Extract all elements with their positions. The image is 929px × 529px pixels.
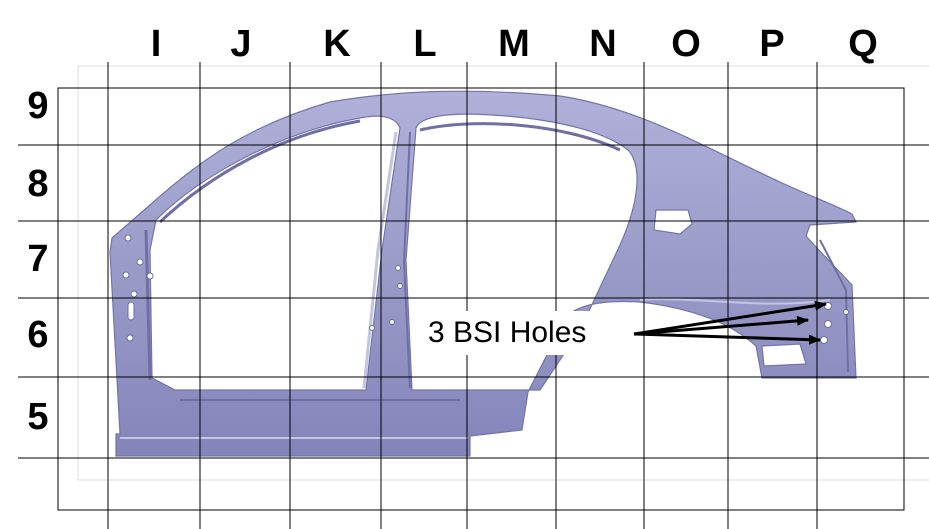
arrow-to-hole-3 (633, 332, 821, 345)
annotation-arrows (633, 300, 827, 345)
column-label-o: O (671, 23, 701, 65)
column-label-p: P (759, 23, 785, 65)
row-label-5: 5 (27, 396, 49, 438)
grid-outer-frame (57, 87, 905, 511)
column-label-i: I (150, 23, 162, 65)
column-label-m: M (498, 23, 530, 65)
background-frame (77, 65, 929, 481)
row-label-9: 9 (27, 85, 49, 127)
column-label-j: J (230, 23, 252, 65)
grid-lines (18, 62, 929, 529)
column-label-k: K (323, 23, 351, 65)
row-label-8: 8 (27, 163, 49, 205)
column-label-l: L (413, 23, 437, 65)
row-label-6: 6 (27, 314, 49, 356)
arrow-to-hole-2 (633, 315, 809, 336)
arrow-to-hole-1 (633, 300, 827, 336)
row-label-7: 7 (27, 238, 49, 280)
bsi-holes-callout: 3 BSI Holes (418, 311, 597, 355)
body-side-panel (109, 90, 857, 457)
column-label-q: Q (848, 23, 878, 65)
column-label-n: N (589, 23, 617, 65)
